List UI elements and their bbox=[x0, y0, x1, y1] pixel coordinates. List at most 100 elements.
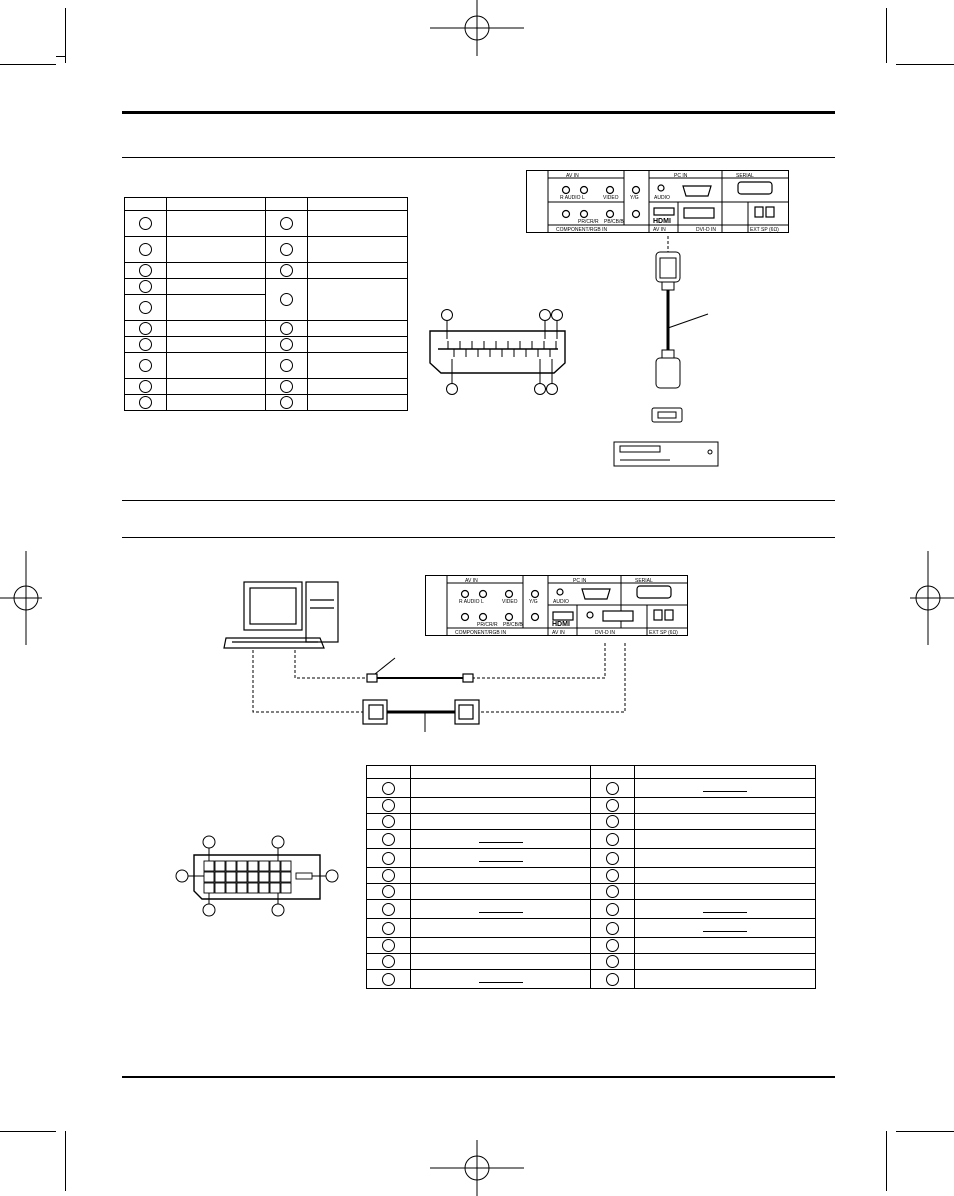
pin-number-marker bbox=[381, 972, 395, 986]
panel-label-hdmi-logo: HDMI bbox=[552, 621, 570, 628]
table-row bbox=[366, 899, 816, 919]
pin-number-marker bbox=[381, 781, 395, 795]
pin-number-marker bbox=[381, 815, 395, 828]
pin-number-marker bbox=[381, 955, 395, 968]
pin-number-marker bbox=[280, 322, 294, 335]
table-row bbox=[366, 953, 816, 970]
crop-mark-icon bbox=[896, 1131, 954, 1132]
overline-mark bbox=[478, 842, 523, 843]
table-row bbox=[366, 848, 816, 868]
hdmi-cable-diagram bbox=[613, 236, 719, 467]
pin-number-marker bbox=[280, 264, 294, 277]
panel-label-component: COMPONENT/RGB IN bbox=[455, 630, 507, 636]
pin-number-marker bbox=[381, 851, 395, 865]
pin-number-marker bbox=[606, 921, 620, 935]
crop-mark-icon bbox=[56, 56, 66, 57]
panel-label-audio: AUDIO bbox=[654, 195, 670, 201]
pin-number-marker bbox=[606, 885, 620, 898]
pin-number-marker bbox=[606, 815, 620, 828]
pin-number-marker bbox=[138, 338, 152, 351]
table-row bbox=[366, 778, 816, 798]
pin-number-marker bbox=[606, 781, 620, 795]
table-row bbox=[366, 969, 816, 989]
overline-mark bbox=[478, 912, 523, 913]
computer-icon bbox=[223, 581, 339, 649]
table-row bbox=[366, 813, 816, 830]
panel-label-ext-sp: EXT SP (6Ω) bbox=[750, 227, 779, 233]
pin-number-marker bbox=[606, 902, 620, 916]
header-rule bbox=[122, 111, 835, 114]
crop-mark-icon bbox=[886, 8, 887, 63]
table-row bbox=[124, 320, 408, 337]
section-rule-dvi-top bbox=[122, 500, 835, 501]
pin-number-marker bbox=[280, 243, 294, 256]
panel-label-video: VIDEO bbox=[502, 599, 518, 605]
crop-mark-icon bbox=[0, 1131, 56, 1132]
panel-label-av-in: AV IN bbox=[465, 578, 478, 584]
pin-number-marker bbox=[606, 799, 620, 812]
pin-number-marker bbox=[381, 832, 395, 846]
terminal-panel-hdmi: AV IN PC IN SERIAL R AUDIO L VIDEO Y/G A… bbox=[526, 170, 789, 233]
panel-label-av-in-short: AV IN bbox=[653, 227, 666, 233]
overline-mark bbox=[478, 861, 523, 862]
overline-mark bbox=[703, 912, 748, 913]
panel-label-audio-lr: R AUDIO L bbox=[459, 599, 484, 605]
table-row bbox=[366, 918, 816, 938]
table-header-row bbox=[366, 765, 816, 779]
crop-mark-icon bbox=[886, 1131, 887, 1191]
dvi-cable-diagram bbox=[252, 642, 626, 732]
registration-mark-icon bbox=[430, 1140, 524, 1196]
panel-label-pbcbb: PB/CB/B bbox=[604, 219, 624, 225]
registration-mark-icon bbox=[910, 551, 954, 645]
pin-number-marker bbox=[381, 902, 395, 916]
pin-number-marker bbox=[280, 359, 294, 372]
registration-mark-icon bbox=[430, 0, 524, 56]
panel-label-ext-sp: EXT SP (6Ω) bbox=[649, 630, 678, 636]
overline-mark bbox=[703, 931, 748, 932]
table-row bbox=[124, 278, 408, 321]
panel-label-component: COMPONENT/RGB IN bbox=[556, 227, 608, 233]
pin-number-marker bbox=[138, 359, 152, 372]
table-row bbox=[124, 352, 408, 379]
panel-label-prcrr: PR/CR/R bbox=[477, 622, 498, 628]
pin-number-marker bbox=[381, 869, 395, 882]
panel-label-pc-in: PC IN bbox=[573, 578, 587, 584]
pin-number-marker bbox=[606, 955, 620, 968]
pin-number-marker bbox=[381, 799, 395, 812]
hdmi-connector-icon bbox=[429, 309, 566, 395]
panel-label-audio-lr: R AUDIO L bbox=[560, 195, 585, 201]
registration-mark-icon bbox=[0, 551, 42, 645]
section-rule-hdmi bbox=[122, 157, 835, 158]
overline-mark bbox=[703, 791, 748, 792]
pin-number-marker bbox=[138, 322, 152, 335]
panel-label-dvi-d-in: DVI-D IN bbox=[595, 630, 615, 636]
panel-label-av-in: AV IN bbox=[566, 173, 579, 179]
table-header-row bbox=[124, 197, 408, 211]
pin-number-marker bbox=[138, 380, 152, 393]
section-rule-dvi bbox=[122, 537, 835, 538]
dvi-connector-icon bbox=[175, 835, 339, 917]
panel-label-yg: Y/G bbox=[630, 195, 639, 201]
dvd-player-icon bbox=[613, 441, 719, 467]
hdmi-pin-table bbox=[124, 197, 408, 411]
table-row bbox=[366, 867, 816, 884]
table-row bbox=[366, 797, 816, 814]
pin-number-marker bbox=[381, 921, 395, 935]
pin-number-marker bbox=[138, 396, 152, 409]
pin-number-marker bbox=[138, 280, 152, 293]
pin-number-marker bbox=[280, 380, 294, 393]
pin-number-marker bbox=[138, 301, 152, 314]
table-row bbox=[124, 262, 408, 279]
pin-number-marker bbox=[280, 338, 294, 351]
overline-mark bbox=[478, 982, 523, 983]
panel-label-pbcbb: PB/CB/B bbox=[503, 622, 523, 628]
panel-label-serial: SERIAL bbox=[736, 173, 754, 179]
panel-label-video: VIDEO bbox=[603, 195, 619, 201]
table-row bbox=[124, 378, 408, 395]
crop-mark-icon bbox=[65, 1131, 66, 1191]
panel-label-pc-in: PC IN bbox=[674, 173, 688, 179]
pin-number-marker bbox=[606, 832, 620, 846]
terminal-panel-dvi: AV IN PC IN SERIAL R AUDIO L VIDEO Y/G A… bbox=[425, 575, 688, 636]
crop-mark-icon bbox=[65, 8, 66, 63]
pin-number-marker bbox=[606, 851, 620, 865]
